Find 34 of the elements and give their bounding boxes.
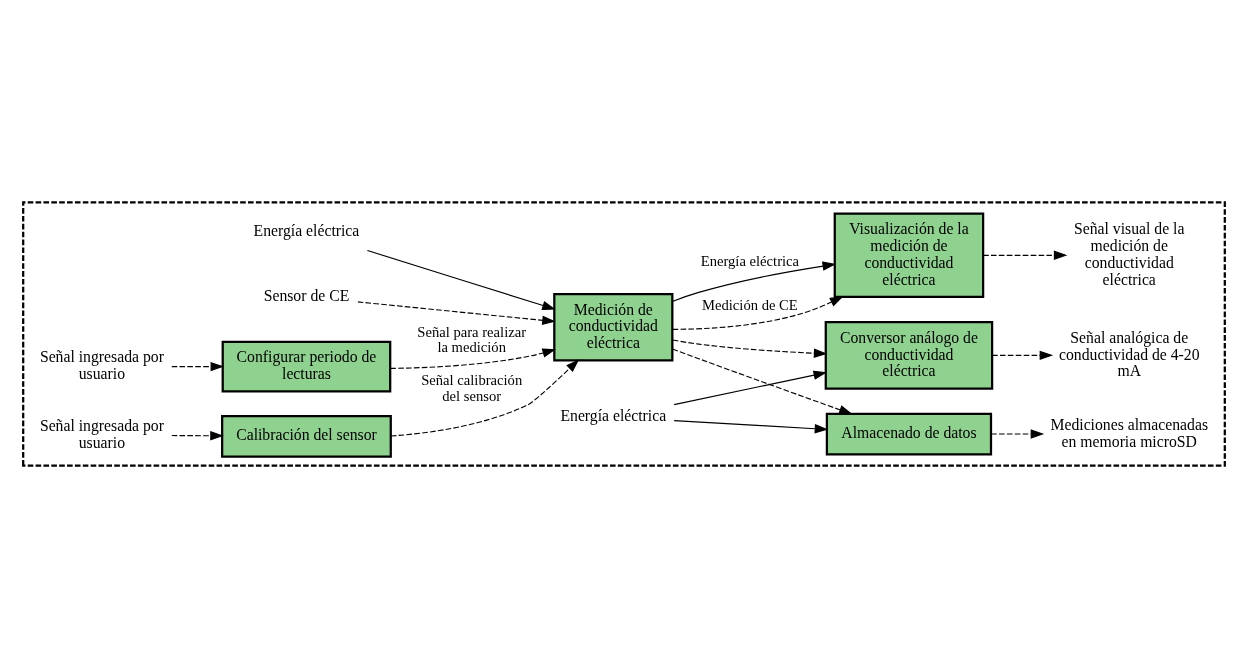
edge-label: Energía eléctrica	[700, 252, 800, 269]
node-text: Mediciones almacenadas en memoria microSD	[1050, 415, 1209, 450]
cluster	[22, 200, 1226, 467]
node-text: Señal ingresada por usuario	[39, 347, 164, 382]
arrow	[991, 350, 1054, 360]
arrow	[357, 300, 556, 325]
arrow	[673, 370, 828, 405]
arrow	[672, 339, 828, 358]
node-text: Señal ingresada por usuario	[39, 416, 164, 451]
arrow	[671, 260, 837, 302]
arrow	[671, 347, 853, 414]
edge-label: Señal calibración del sensor	[421, 371, 523, 404]
arrow	[171, 430, 224, 440]
node-text: Energía eléctrica	[253, 221, 360, 239]
arrow	[990, 428, 1045, 439]
arrow	[390, 358, 580, 437]
node-box: Medición de conductividad eléctrica	[553, 292, 674, 362]
arrow	[171, 361, 225, 371]
edge-label: Señal para realizar la medición	[417, 323, 527, 355]
node-text: Energía eléctrica	[560, 406, 667, 424]
node-box: Calibración del sensor	[221, 414, 392, 458]
node-box: Conversor análogo de conductividad eléctrica	[824, 320, 994, 390]
arrow	[389, 347, 556, 369]
arrow	[672, 295, 844, 330]
node-text: Señal analógica de conductividad de 4-20 mA	[1058, 328, 1200, 379]
arrow	[366, 249, 556, 310]
node-box: Configurar periodo de lecturas	[221, 340, 392, 392]
arrow	[673, 419, 829, 433]
node-text: Señal visual de la medición de conductividad eléctrica	[1074, 219, 1185, 288]
arrow	[982, 250, 1068, 260]
edge-label: Medición de CE	[702, 296, 798, 313]
node-box: Visualización de la medición de conductividad eléctrica	[833, 212, 985, 298]
node-text: Sensor de CE	[263, 286, 350, 304]
node-box: Almacenado de datos	[825, 412, 993, 455]
